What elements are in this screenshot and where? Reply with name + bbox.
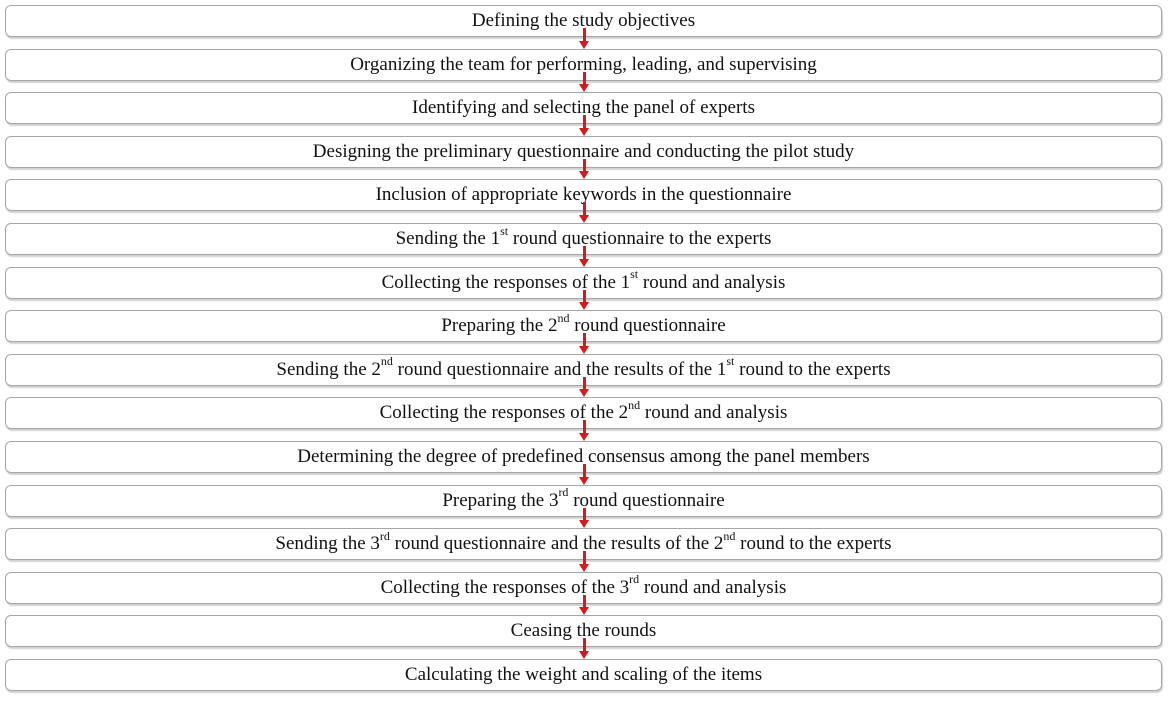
step-text: Defining the study objectives (471, 10, 696, 31)
step-text: Preparing the 3 (442, 489, 559, 511)
down-arrow-icon (579, 594, 589, 615)
step-label: Defining the study objectives (472, 10, 695, 32)
down-arrow-icon (579, 202, 589, 223)
step-label: Designing the preliminary questionnaire … (313, 141, 854, 163)
ordinal-suffix: nd (723, 528, 736, 543)
step-text: Ceasing the rounds (510, 620, 657, 642)
step-label: Inclusion of appropriate keywords in the… (376, 184, 792, 206)
step-text: round and analysis (640, 402, 788, 424)
step-text: Calculating the weight and scaling of th… (404, 664, 763, 685)
step-text: Organizing the team for performing, lead… (350, 53, 817, 75)
step-label: Collecting the responses of the 2nd roun… (379, 399, 788, 424)
step-label: Sending the 2nd round questionnaire and … (276, 355, 891, 381)
step-text: round questionnaire to the experts (508, 228, 772, 249)
step-label: Preparing the 2nd round questionnaire (441, 312, 726, 337)
down-arrow-icon (579, 115, 589, 136)
step-text: round to the experts (735, 533, 892, 555)
step-label: Ceasing the rounds (511, 620, 657, 642)
step-text: round questionnaire (569, 315, 726, 337)
step-text: Identifying and selecting the panel of e… (412, 97, 755, 119)
step-box: Ceasing the rounds (5, 615, 1162, 648)
step-text: Determining the degree of predefined con… (297, 446, 870, 467)
down-arrow-icon (579, 376, 589, 397)
step-label: Identifying and selecting the panel of e… (412, 97, 755, 119)
step-text: round and analysis (638, 271, 786, 293)
ordinal-suffix: rd (629, 572, 640, 587)
step-label: Collecting the responses of the 1st roun… (381, 268, 786, 294)
down-arrow-icon (579, 420, 589, 441)
step-text: round questionnaire and the results of t… (392, 358, 727, 380)
step-text: Designing the preliminary questionnaire … (312, 140, 855, 162)
down-arrow-icon (579, 289, 589, 310)
step-box: Calculating the weight and scaling of th… (5, 659, 1162, 691)
down-arrow-icon (579, 28, 589, 48)
ordinal-suffix: st (630, 267, 639, 282)
step-text: round and analysis (639, 576, 787, 598)
step-text: Inclusion of appropriate keywords in the… (375, 184, 792, 206)
step-text: Sending the 2 (276, 358, 381, 380)
ordinal-suffix: rd (379, 528, 390, 543)
step-box: Inclusion of appropriate keywords in the… (5, 179, 1162, 212)
down-arrow-icon (579, 638, 589, 659)
step-box: Sending the 1st round questionnaire to t… (5, 223, 1162, 255)
down-arrow-icon (579, 246, 589, 266)
step-text: Collecting the responses of the 1 (381, 271, 631, 293)
down-arrow-icon (579, 71, 589, 92)
step-text: round to the experts (734, 358, 891, 380)
step-label: Sending the 1st round questionnaire to t… (395, 225, 772, 250)
down-arrow-icon (579, 551, 589, 572)
down-arrow-icon (579, 158, 589, 179)
ordinal-suffix: nd (380, 354, 393, 369)
down-arrow-icon (579, 333, 589, 354)
step-label: Calculating the weight and scaling of th… (405, 664, 762, 686)
step-label: Sending the 3rd round questionnaire and … (275, 530, 892, 555)
step-text: round questionnaire and the results of t… (389, 533, 724, 555)
step-text: Collecting the responses of the 3 (380, 576, 630, 598)
step-text: Sending the 1 (395, 228, 501, 249)
step-text: Sending the 3 (275, 533, 380, 555)
ordinal-suffix: nd (628, 398, 641, 413)
ordinal-suffix: st (726, 354, 735, 369)
step-label: Preparing the 3rd round questionnaire (442, 486, 725, 512)
ordinal-suffix: nd (557, 310, 570, 325)
step-label: Determining the degree of predefined con… (297, 446, 869, 468)
step-text: round questionnaire (568, 489, 725, 511)
ordinal-suffix: rd (558, 485, 569, 500)
step-label: Organizing the team for performing, lead… (350, 54, 817, 76)
down-arrow-icon (579, 464, 589, 484)
step-text: Preparing the 2 (441, 315, 558, 337)
step-label: Collecting the responses of the 3rd roun… (380, 573, 787, 599)
ordinal-suffix: st (500, 223, 509, 238)
step-text: Collecting the responses of the 2 (379, 402, 629, 424)
down-arrow-icon (579, 507, 589, 528)
